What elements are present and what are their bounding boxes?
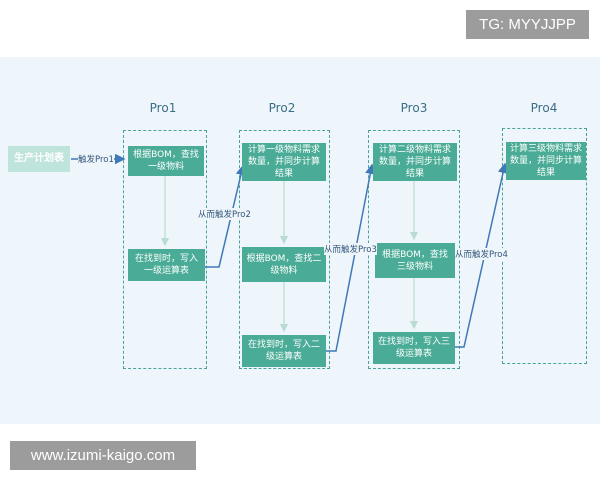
watermark-top: TG: MYYJJPP: [466, 10, 589, 39]
arrow-trigger3: [325, 163, 376, 352]
node-p1-write: 在找到时，写入一级运算表: [128, 249, 205, 281]
start-node: 生产计划表: [8, 146, 70, 172]
stage-frame-pro4: [502, 128, 587, 364]
watermark-bottom: www.izumi-kaigo.com: [10, 441, 196, 470]
stage-frame-pro1: [123, 130, 207, 369]
edge-label-trigger1: 触发Pro1: [78, 153, 114, 165]
node-p2-calc: 计算一级物料需求数量，并同步计算结果: [242, 143, 326, 181]
edge-label-trigger2: 从而触发Pro2: [198, 208, 251, 220]
edge-label-trigger3: 从而触发Pro3: [324, 243, 377, 255]
arrow-trigger2: [205, 164, 247, 268]
node-p4-calc: 计算三级物料需求数量，并同步计算结果: [506, 142, 586, 180]
stage-title-pro3: Pro3: [400, 101, 428, 115]
stage-title-pro1: Pro1: [149, 101, 177, 115]
arrow-trigger4: [453, 162, 509, 348]
stage-title-pro2: Pro2: [268, 101, 296, 115]
edge-label-trigger4: 从而触发Pro4: [455, 248, 508, 260]
node-p3-calc: 计算二级物料需求数量，并同步计算结果: [373, 143, 457, 181]
node-p3-write: 在找到时，写入三级运算表: [373, 332, 455, 364]
node-p1-find-bom: 根据BOM，查找一级物料: [128, 146, 204, 176]
node-p2-write: 在找到时，写入二级运算表: [242, 335, 326, 367]
node-p3-find-bom: 根据BOM，查找三级物料: [375, 243, 455, 278]
node-p2-find-bom: 根据BOM，查找二级物料: [242, 247, 326, 282]
stage-title-pro4: Pro4: [530, 101, 558, 115]
